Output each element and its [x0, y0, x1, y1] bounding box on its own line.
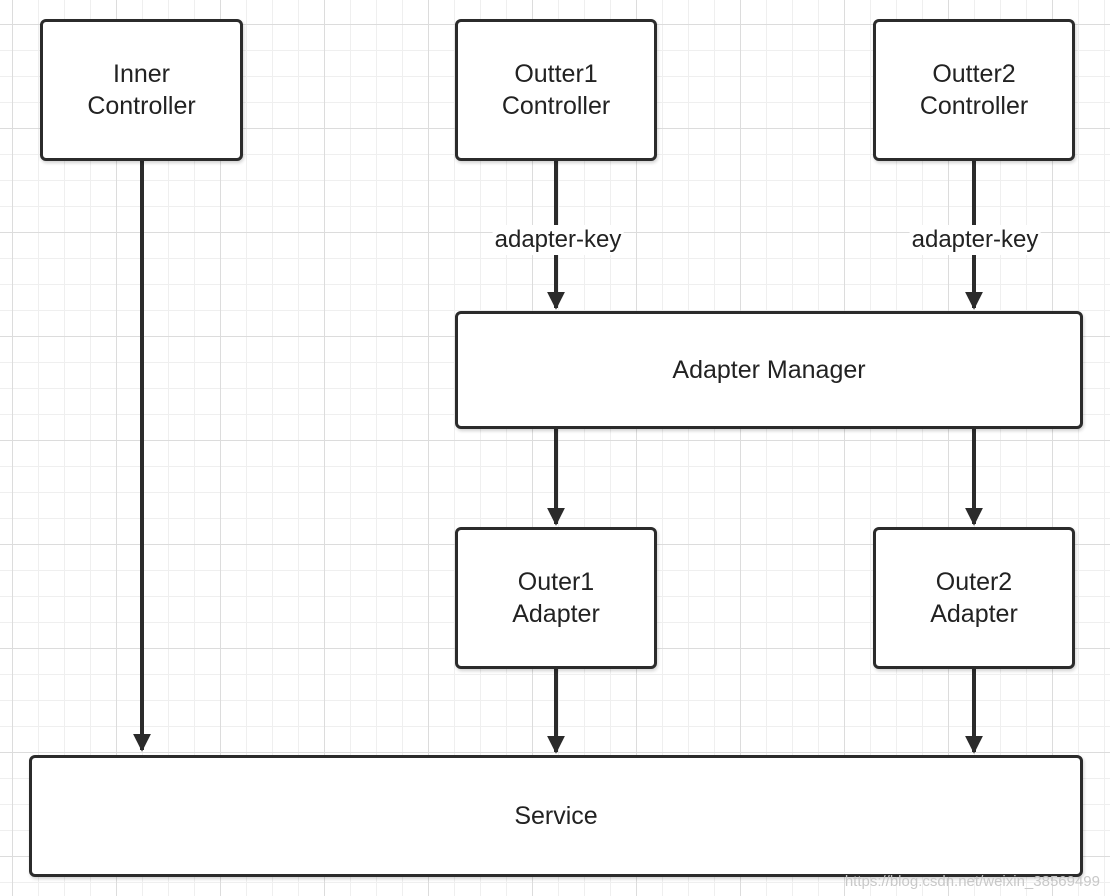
- node-service[interactable]: Service: [29, 755, 1083, 877]
- node-inner-controller[interactable]: Inner Controller: [40, 19, 243, 161]
- node-adapter-manager[interactable]: Adapter Manager: [455, 311, 1083, 429]
- node-outter2-controller[interactable]: Outter2 Controller: [873, 19, 1075, 161]
- node-outter1-controller[interactable]: Outter1 Controller: [455, 19, 657, 161]
- node-outer2-adapter[interactable]: Outer2 Adapter: [873, 527, 1075, 669]
- edge-label-adapter-key-2: adapter-key: [909, 225, 1041, 255]
- node-outer1-adapter[interactable]: Outer1 Adapter: [455, 527, 657, 669]
- edge-label-adapter-key-1: adapter-key: [492, 225, 624, 255]
- watermark-text: https://blog.csdn.net/weixin_38569499: [844, 873, 1100, 890]
